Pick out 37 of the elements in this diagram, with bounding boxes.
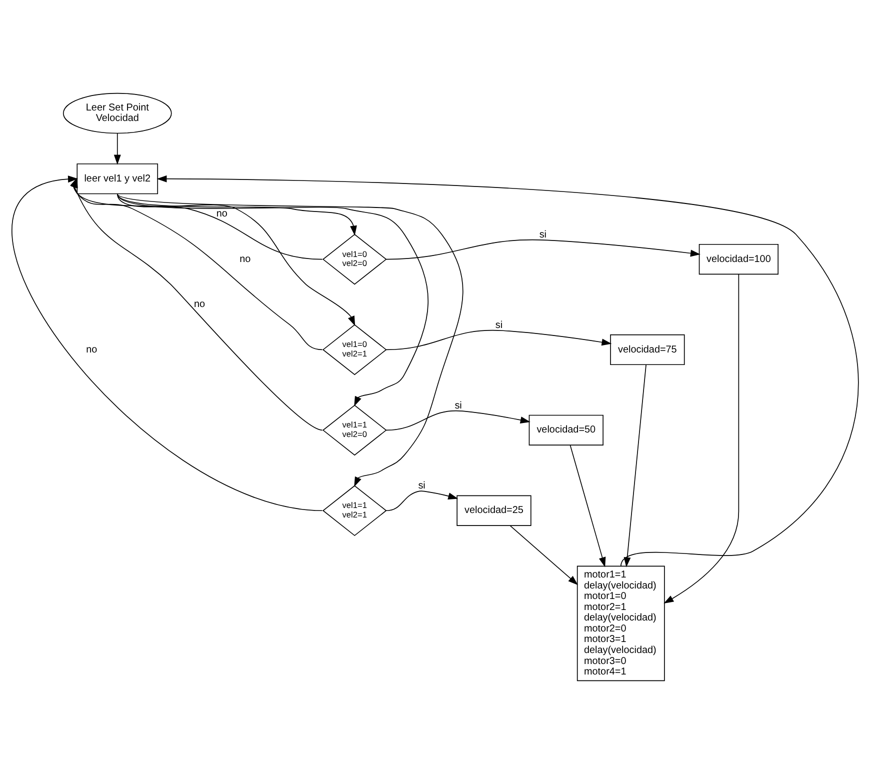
arrow — [510, 525, 578, 586]
edge-label: no — [216, 208, 228, 220]
arrow — [386, 410, 530, 431]
node-diamond: vel1=0 vel2=0 — [322, 234, 387, 285]
node-diamond: vel1=1 vel2=1 — [322, 485, 387, 536]
arrow — [624, 364, 646, 568]
node-box: velocidad=25 — [456, 495, 532, 526]
edge-label: si — [495, 320, 503, 331]
arrow — [116, 193, 464, 487]
edge-label: no — [240, 254, 251, 265]
node-diamond: vel1=0 vel2=1 — [322, 324, 387, 376]
node-box: leer vel1 y vel2 — [76, 163, 158, 194]
edge-label: si — [418, 480, 426, 492]
node-box: velocidad=50 — [528, 414, 604, 446]
node-diamond: vel1=1 vel2=0 — [322, 404, 387, 456]
arrow — [116, 193, 356, 326]
arrow — [12, 176, 323, 512]
edge-label: si — [539, 229, 547, 240]
edge-label: si — [454, 400, 462, 412]
arrow — [116, 193, 357, 236]
node-box: motor1=1 delay(velocidad) motor1=0 motor2=1 delay(velocidad) motor2=0 motor3=1 delay(velocidad) motor3=0 motor4=1 — [576, 566, 665, 682]
node-box: velocidad=100 — [698, 244, 778, 275]
arrow — [114, 132, 121, 165]
edge-label: no — [194, 299, 206, 310]
arrow — [70, 178, 323, 260]
arrow — [156, 175, 859, 567]
node-box: velocidad=75 — [610, 334, 685, 366]
arrow — [386, 330, 612, 350]
node-ellipse: Leer Set Point Velocidad — [62, 92, 172, 134]
arrow — [70, 178, 323, 350]
arrow — [116, 193, 428, 406]
arrow — [71, 178, 323, 431]
arrow — [386, 239, 700, 260]
arrow — [570, 444, 606, 568]
arrow — [386, 490, 458, 512]
edge-label: no — [86, 344, 98, 356]
arrow — [664, 274, 740, 604]
